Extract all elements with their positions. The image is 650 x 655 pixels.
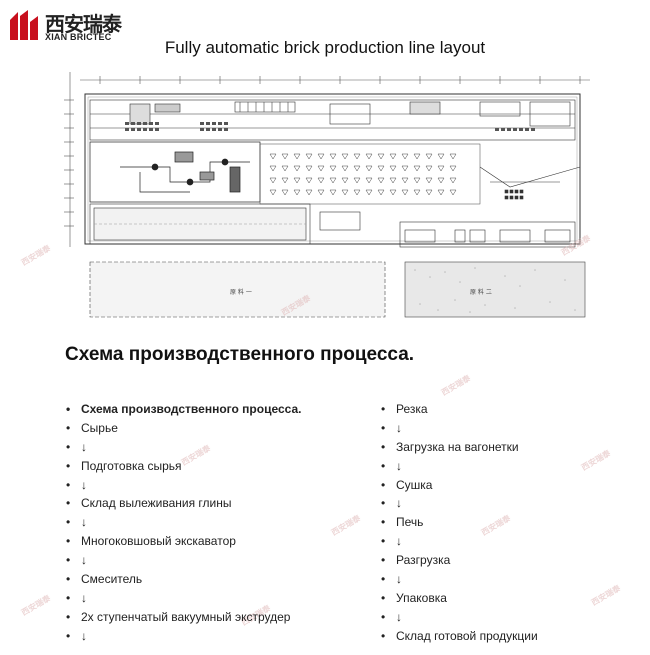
- list-item: ↓: [381, 532, 538, 551]
- raw-material-area-left-label: 原 料 一: [230, 288, 252, 296]
- list-item: ↓: [381, 494, 538, 513]
- dimension-ticks-left: [64, 99, 74, 227]
- watermark: 西安瑞泰: [439, 373, 473, 398]
- logo-mark-icon: [10, 10, 38, 40]
- list-item: ↓: [66, 551, 301, 570]
- watermark: 西安瑞泰: [579, 448, 613, 473]
- list-item: ↓: [66, 513, 301, 532]
- section-heading: Схема производственного процесса.: [65, 344, 415, 365]
- list-item: Подготовка сырья: [66, 457, 301, 476]
- production-line-layout-drawing: 原 料 一 原 料 二: [64, 72, 590, 318]
- list-item: ↓: [381, 457, 538, 476]
- raw-material-area-right-label: 原 料 二: [470, 288, 492, 296]
- process-list-right: Резка ↓ Загрузка на вагонетки ↓ Сушка ↓ …: [381, 400, 538, 646]
- watermark: 西安瑞泰: [19, 243, 53, 268]
- list-item: 2х ступенчатый вакуумный экструдер: [66, 608, 301, 627]
- list-item: ↓: [381, 608, 538, 627]
- list-item: ↓: [66, 476, 301, 495]
- raw-material-area-left: [89, 261, 386, 318]
- list-item: Схема производственного процесса.: [66, 400, 301, 419]
- list-item: Упаковка: [381, 589, 538, 608]
- watermark: 西安瑞泰: [329, 513, 363, 538]
- list-item: Резка: [381, 400, 538, 419]
- list-item: Загрузка на вагонетки: [381, 438, 538, 457]
- list-item: Многоковшовый экскаватор: [66, 532, 301, 551]
- list-item: Склад готовой продукции: [381, 627, 538, 646]
- logo-chinese-text: 西安瑞泰: [45, 12, 122, 36]
- list-item: ↓: [381, 419, 538, 438]
- list-item: Смеситель: [66, 570, 301, 589]
- company-logo: 西安瑞泰 XIAN BRICTEC: [8, 6, 138, 44]
- list-item: Сырье: [66, 419, 301, 438]
- logo-english-text: XIAN BRICTEC: [45, 32, 112, 42]
- process-list-left: Схема производственного процесса. Сырье …: [66, 400, 301, 646]
- list-item: Сушка: [381, 476, 538, 495]
- list-item: ↓: [66, 627, 301, 646]
- watermark: 西安瑞泰: [589, 583, 623, 608]
- watermark: 西安瑞泰: [19, 593, 53, 618]
- list-item: Разгрузка: [381, 551, 538, 570]
- list-item: ↓: [381, 570, 538, 589]
- list-item: Печь: [381, 513, 538, 532]
- raw-material-area-right: [404, 261, 586, 318]
- list-item: Склад вылеживания глины: [66, 494, 301, 513]
- list-item: ↓: [66, 589, 301, 608]
- list-item: ↓: [66, 438, 301, 457]
- page-title: Fully automatic brick production line la…: [164, 38, 486, 57]
